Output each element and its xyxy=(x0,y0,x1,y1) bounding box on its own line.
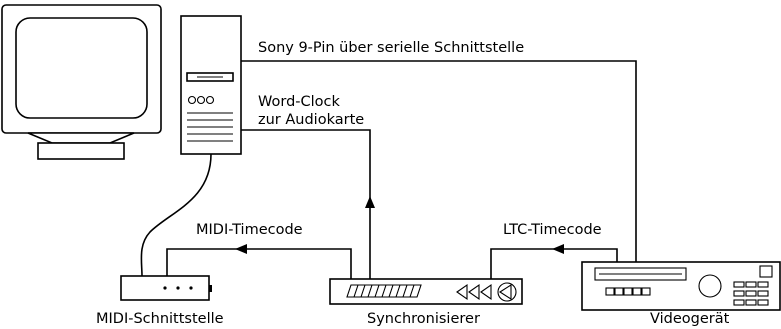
sony-9pin-label: Sony 9-Pin über serielle Schnittstelle xyxy=(258,40,524,56)
midi-timecode-label: MIDI-Timecode xyxy=(196,222,303,238)
video-device xyxy=(581,261,781,311)
computer-tower xyxy=(180,15,242,155)
connection-lines xyxy=(140,60,637,279)
ltc-timecode-label: LTC-Timecode xyxy=(503,222,602,238)
ltc-timecode-arrow xyxy=(552,244,564,254)
video-device-label: Videogerät xyxy=(650,311,730,327)
midi-interface-device xyxy=(120,275,212,301)
midi-cable xyxy=(140,153,212,277)
computer-monitor xyxy=(1,4,162,160)
synchronizer-device xyxy=(329,278,523,305)
midi-timecode-line xyxy=(166,248,352,279)
word-clock-line xyxy=(241,129,371,279)
midi-interface-label: MIDI-Schnittstelle xyxy=(96,311,224,327)
midi-timecode-arrow xyxy=(235,244,247,254)
word-clock-arrow xyxy=(365,196,375,208)
word-clock-label-line1: Word-Clock xyxy=(258,94,340,110)
sony-9pin-line xyxy=(241,60,637,262)
word-clock-label-line2: zur Audiokarte xyxy=(258,112,364,128)
synchronizer-label: Synchronisierer xyxy=(367,311,480,327)
